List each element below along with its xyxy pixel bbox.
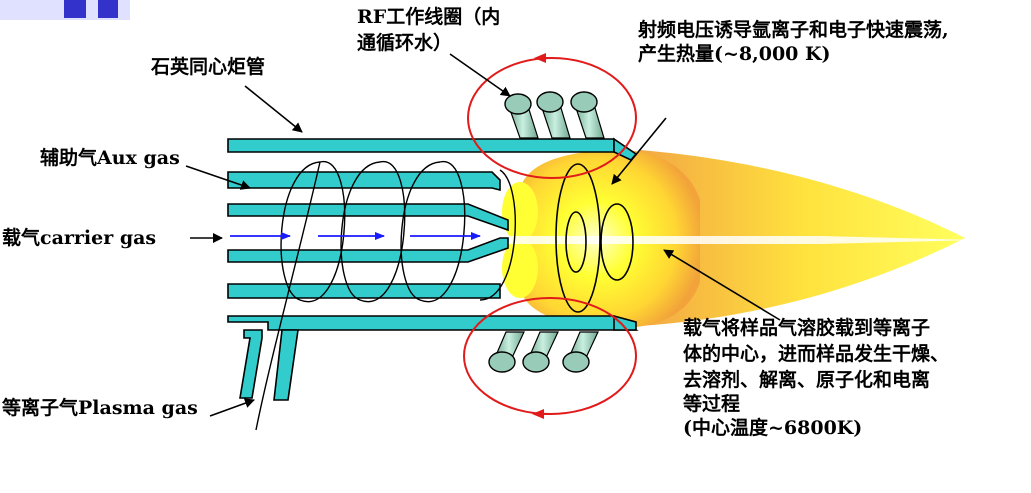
arrow-plasma-gas [209,398,255,417]
middle-tube-top [227,171,501,192]
quartz-torch-label: 石英同心炬管 [151,56,266,78]
leader-arrows [185,53,781,417]
carrier-gas-label: 载气carrier gas [2,227,157,249]
inner-tube-top [227,203,509,232]
magnetic-field-loops [463,53,637,419]
outer-tube-top [227,138,615,153]
rf-coil-top [504,91,605,139]
plasma-toroid-rings [555,163,634,313]
center-label-line5: (中心温度~6800K) [683,417,863,439]
center-label-line2: 体的中心，进而样品发生干燥、 [683,343,950,365]
spiral-flow-lines [255,161,516,431]
quartz-torch-tubes [227,137,639,401]
rf-coil-bottom [488,331,599,373]
rf-coil-label-line2: 通循环水） [357,32,453,54]
center-label-line3: 去溶剂、解离、原子化和电离 [683,369,931,391]
arrow-rf-coil [449,53,511,97]
inner-tube-bottom [227,237,509,263]
aux-gas-label: 辅助气Aux gas [40,147,180,169]
arrow-quartz-torch [244,85,303,133]
rf-heating-label-line2: 产生热量(~8,000 K) [638,43,831,65]
arrow-center [663,249,781,321]
corner-decoration-dark [98,0,118,18]
arrow-rf-heating [611,117,667,185]
center-label-line1: 载气将样品气溶胶载到等离子 [683,317,931,339]
plasma-gas-inlet-left [239,329,263,399]
middle-tube-bottom [227,283,501,299]
plasma-gas-label: 等离子气Plasma gas [2,397,198,419]
rf-heating-label-line1: 射频电压诱导氩离子和电子快速震荡, [638,19,949,41]
outer-tube-bottom-tip [613,314,637,331]
arrow-aux-gas [185,165,251,190]
rf-coil-label-line1: RF工作线圈（内 [357,6,501,28]
plasma-flame [470,149,975,329]
outer-tube-bottom [227,315,639,331]
plasma-gas-inlet-right [273,329,299,401]
corner-decoration-dark [64,0,86,18]
center-label-line4: 等过程 [683,393,741,415]
